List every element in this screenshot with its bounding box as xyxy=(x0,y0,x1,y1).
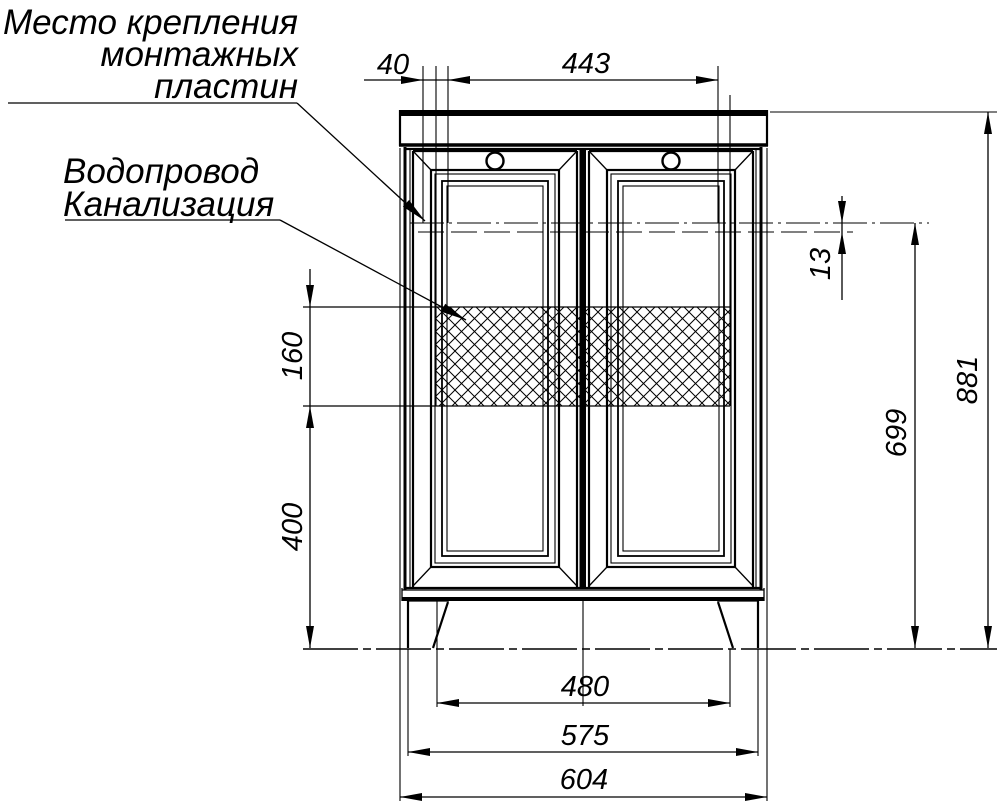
dim-13: 13 xyxy=(805,196,846,300)
fixing-hole-left xyxy=(485,151,505,171)
dim-label-40: 40 xyxy=(377,49,409,81)
note-plumbing: Водопровод Канализация xyxy=(63,152,467,321)
note-mounting-plates: Место крепления монтажных пластин xyxy=(3,3,426,222)
dim-575: 575 xyxy=(407,649,759,756)
note-mounting-line2: монтажных xyxy=(100,35,299,74)
plumbing-hatch-zone xyxy=(303,66,731,407)
dim-label-699: 699 xyxy=(881,409,913,457)
countertop xyxy=(398,110,769,147)
dim-699: 699 xyxy=(881,223,919,648)
dim-881: 881 xyxy=(770,111,997,648)
dim-label-604: 604 xyxy=(560,764,608,796)
dim-label-13: 13 xyxy=(805,248,837,280)
dim-label-575: 575 xyxy=(561,720,610,752)
fixing-hole-right xyxy=(661,151,681,171)
leg-left xyxy=(406,599,450,649)
plinth xyxy=(401,588,765,601)
leg-right xyxy=(716,599,760,649)
dim-604: 604 xyxy=(399,148,768,801)
dim-40-443: 40 443 xyxy=(364,48,719,223)
dim-160-400: 160 400 xyxy=(277,269,314,648)
dimensions: 40 443 160 400 13 699 xyxy=(277,48,997,801)
dim-label-443: 443 xyxy=(562,48,610,80)
note-mounting-line1: Место крепления xyxy=(3,3,298,42)
note-plumbing-line2: Канализация xyxy=(63,185,274,224)
dim-480: 480 xyxy=(436,600,731,707)
note-mounting-line3: пластин xyxy=(154,67,298,106)
dim-label-480: 480 xyxy=(561,671,609,703)
dim-label-400: 400 xyxy=(277,503,309,551)
dim-label-881: 881 xyxy=(952,356,984,404)
note-plumbing-line1: Водопровод xyxy=(63,152,259,191)
dim-label-160: 160 xyxy=(277,332,309,380)
